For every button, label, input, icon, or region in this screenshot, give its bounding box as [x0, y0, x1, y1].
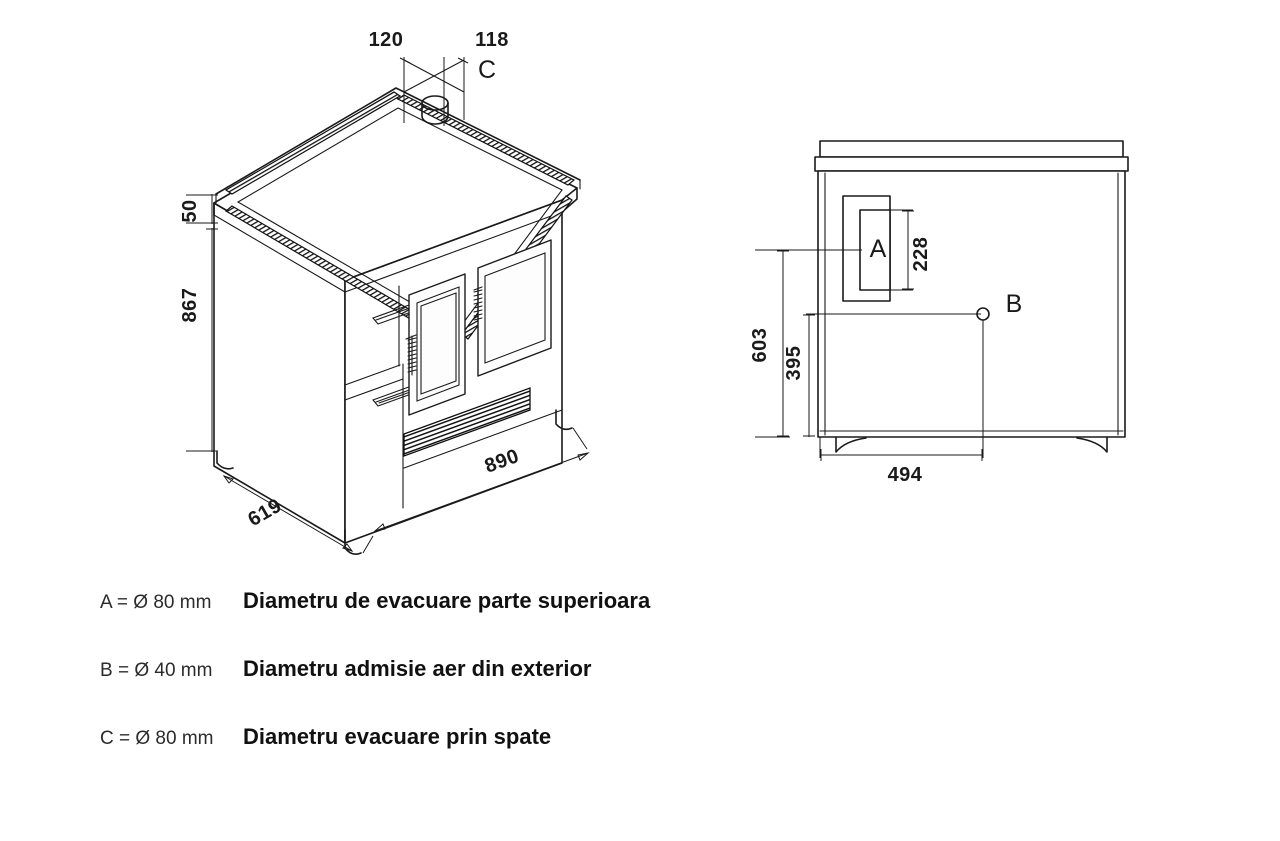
dim-890-arrow-end: [577, 452, 590, 461]
dim-label-228: 228: [910, 237, 932, 272]
air-grille: [403, 387, 531, 457]
leg-left-rear: [216, 451, 234, 470]
legend-code-b: B = Ø 40 mm: [100, 660, 212, 681]
oven-door[interactable]: [477, 239, 552, 377]
firebox-door-frame: [408, 273, 466, 416]
legend-item-a: A = Ø 80 mm Diametru de evacuare parte s…: [100, 588, 651, 613]
oven-hinge-coils: [473, 289, 483, 321]
rear-cooktop-lower-band: [814, 156, 1129, 172]
dim-120-118-ticks: [399, 57, 469, 64]
legend-code-c: C = Ø 80 mm: [100, 728, 214, 749]
latch-spring-coils: [407, 337, 417, 373]
front-panel-divider: [344, 364, 401, 386]
flue-outlet-c: [421, 102, 449, 125]
flue-outlet-c-opening: [421, 95, 449, 111]
dim-619-arrow-end: [342, 543, 354, 552]
callout-label-b: B: [1006, 290, 1023, 318]
rear-cooktop-top-band: [819, 140, 1124, 158]
dim-118-line: [403, 59, 465, 93]
front-lower-moulding-left: [344, 378, 404, 401]
connection-legend: A = Ø 80 mm Diametru de evacuare parte s…: [100, 588, 651, 749]
rear-dimension-lines: [755, 209, 984, 461]
oven-door-frame: [477, 239, 552, 377]
dim-890-ext-right: [572, 427, 588, 450]
cooktop-rim-hatch-back-left: [224, 91, 402, 195]
dim-label-867: 867: [179, 288, 201, 323]
front-lower-moulding: [403, 409, 563, 469]
latch-arm: [405, 334, 417, 340]
dim-label-50: 50: [179, 199, 201, 222]
legend-description-c: Diametru evacuare prin spate: [243, 724, 551, 749]
dim-228-ticks: [902, 210, 914, 290]
dim-890-line: [374, 452, 589, 532]
firebox-door[interactable]: [408, 273, 466, 416]
oven-door-panel: [484, 252, 546, 364]
side-panel-top-edge: [213, 214, 346, 293]
isometric-view: 120 118 50 867 619 890 C: [179, 29, 590, 555]
dim-890-ext-left: [362, 535, 374, 554]
flue-a-inner-opening: [859, 209, 891, 291]
dim-619-arrow-start: [222, 475, 234, 484]
rear-leg-right: [1076, 436, 1108, 453]
dim-494-ticks: [820, 449, 983, 461]
callout-label-a: A: [870, 235, 887, 263]
legend-description-a: Diametru de evacuare parte superioara: [243, 588, 651, 613]
upper-handle-slot-inner: [375, 308, 408, 321]
legend-description-b: Diametru admisie aer din exterior: [243, 656, 592, 681]
dim-619-line: [223, 475, 353, 552]
dim-label-120: 120: [369, 29, 404, 51]
rear-elevation-view: 228 603 395 494 A B: [749, 140, 1129, 486]
oven-door-hinge[interactable]: [473, 286, 483, 323]
cooktop-rim-hatch-back-right: [396, 94, 576, 186]
dim-label-494: 494: [888, 464, 923, 486]
dim-395-ticks: [803, 314, 815, 437]
isometric-dimension-lines: [186, 57, 590, 554]
cooktop-rim-outline: [215, 87, 581, 195]
leg-front-left: [344, 529, 362, 555]
dim-619-ext: [216, 467, 227, 474]
firebox-door-glass: [416, 286, 460, 402]
dim-label-395: 395: [783, 346, 805, 381]
firebox-door-glass-inner: [420, 292, 457, 395]
dim-890-arrow-start: [373, 523, 386, 532]
legend-code-a: A = Ø 80 mm: [100, 592, 211, 613]
cooktop-inner-plate: [236, 107, 563, 331]
legend-item-b: B = Ø 40 mm Diametru admisie aer din ext…: [100, 656, 592, 681]
front-panel-top-edge: [344, 211, 563, 293]
rear-leg-left: [835, 436, 867, 453]
legend-item-c: C = Ø 80 mm Diametru evacuare prin spate: [100, 724, 551, 749]
dim-603-ticks: [777, 250, 789, 437]
dim-label-603: 603: [749, 328, 771, 363]
leg-front-right: [555, 409, 573, 431]
firebox-door-latch[interactable]: [405, 334, 417, 376]
lower-handle-slot-inner-2: [378, 390, 414, 404]
callout-label-c: C: [478, 56, 496, 84]
dim-label-118: 118: [475, 29, 509, 51]
